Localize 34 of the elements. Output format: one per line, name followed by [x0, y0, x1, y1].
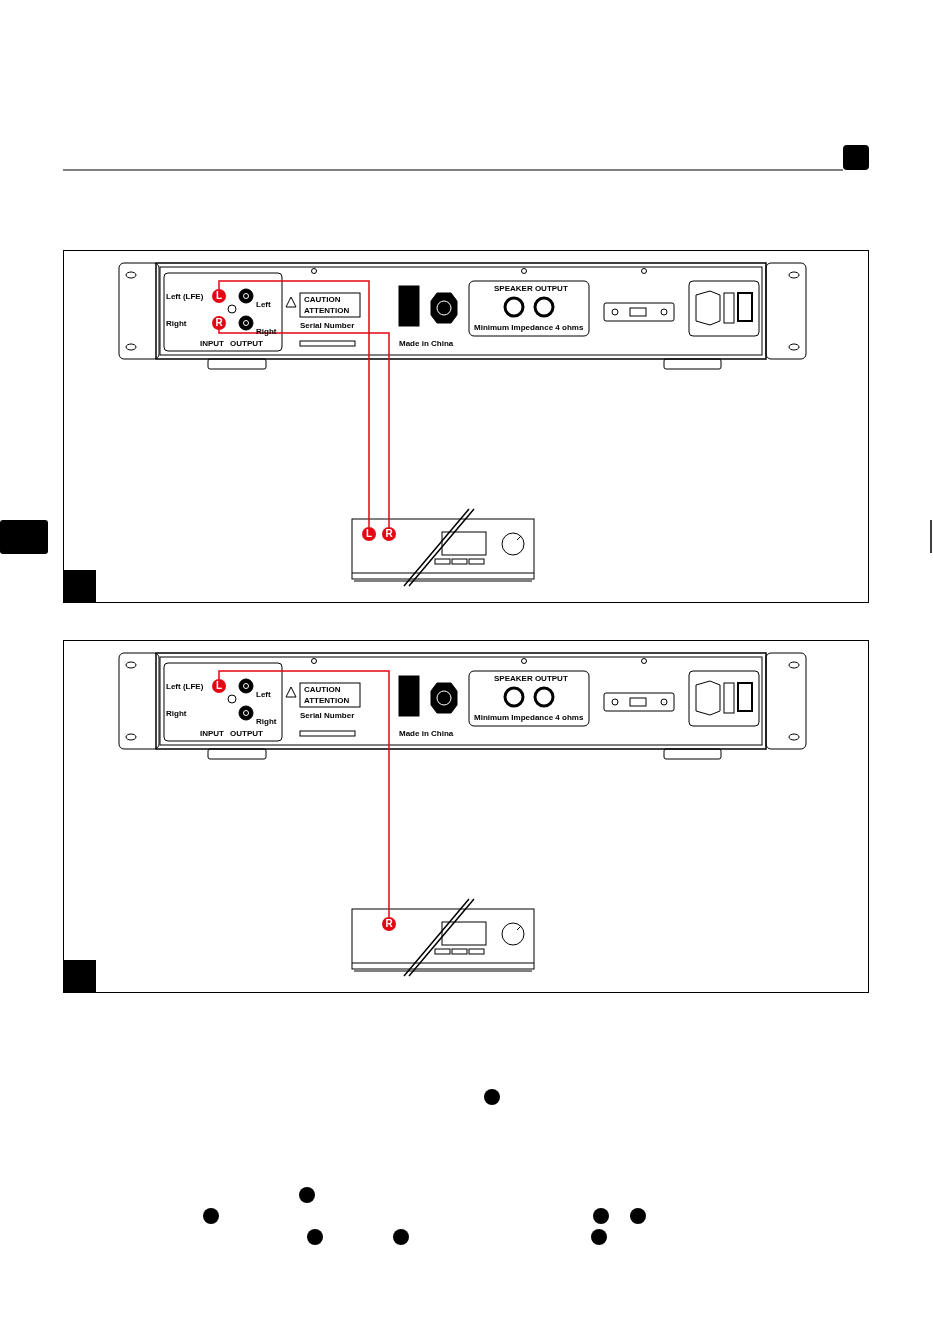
- channel-marker: L: [212, 289, 226, 303]
- channel-marker: L: [362, 527, 376, 541]
- panel-label: OUTPUT: [230, 339, 263, 348]
- figure-frame: [63, 640, 869, 993]
- panel-label: Made in China: [399, 339, 454, 348]
- cable-line: [218, 329, 390, 528]
- figure-frame: [63, 250, 869, 603]
- panel-label: Right: [166, 709, 187, 718]
- panel-label: SPEAKER OUTPUT: [494, 284, 568, 293]
- panel-label: ATTENTION: [304, 696, 350, 705]
- channel-marker: R: [382, 917, 396, 931]
- panel-label: Minimum Impedance 4 ohms: [474, 323, 584, 332]
- panel-label: Left: [256, 300, 271, 309]
- panel-label: Left: [256, 690, 271, 699]
- panel-label: OUTPUT: [230, 729, 263, 738]
- panel-label: Serial Number: [300, 321, 355, 330]
- panel-label: Left (LFE): [166, 292, 204, 301]
- cable-line: [218, 670, 390, 918]
- channel-marker: R: [212, 316, 226, 330]
- panel-label: ATTENTION: [304, 306, 350, 315]
- cable-line: [218, 280, 370, 528]
- panel-label: CAUTION: [304, 295, 341, 304]
- panel-label: Made in China: [399, 729, 454, 738]
- panel-label: Left (LFE): [166, 682, 204, 691]
- channel-marker: L: [212, 679, 226, 693]
- panel-label: INPUT: [200, 339, 224, 348]
- panel-label: Minimum Impedance 4 ohms: [474, 713, 584, 722]
- panel-label: INPUT: [200, 729, 224, 738]
- panel-label: SPEAKER OUTPUT: [494, 674, 568, 683]
- channel-marker: R: [382, 527, 396, 541]
- panel-label: CAUTION: [304, 685, 341, 694]
- panel-label: Right: [256, 717, 277, 726]
- panel-label: Right: [166, 319, 187, 328]
- panel-label: Serial Number: [300, 711, 355, 720]
